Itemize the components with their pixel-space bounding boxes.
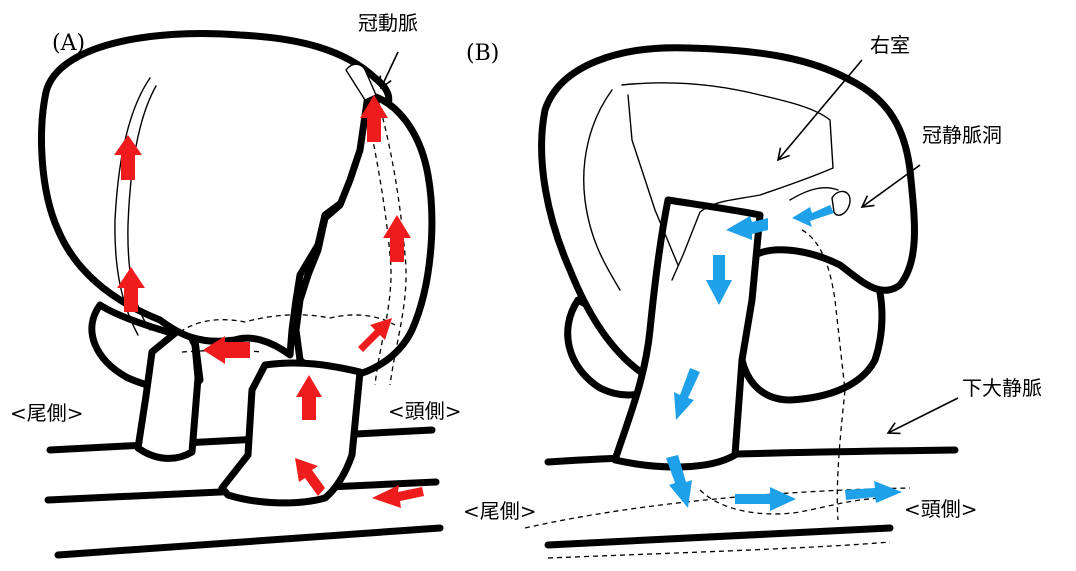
panel-a: (A) 冠動脈 <尾側> <頭側>	[10, 11, 462, 555]
panel-b-label: (B)	[466, 41, 499, 66]
cranial-label-a: <頭側>	[388, 399, 462, 423]
vessel-bar-b-bottom	[548, 528, 890, 545]
blue-flow-arrow	[845, 481, 902, 503]
red-flow-arrow	[372, 485, 424, 508]
panel-b: (B) 右室 冠静脈洞 下大静脈 <尾側> <頭側>	[463, 33, 1042, 558]
vessel-bar-b-top	[548, 450, 955, 462]
right-ventricle-label: 右室	[870, 33, 910, 57]
caudal-label-a: <尾側>	[10, 401, 84, 425]
coronary-sinus-label: 冠静脈洞	[922, 123, 1002, 147]
blue-flow-arrow	[735, 487, 796, 511]
caudal-label-b: <尾側>	[463, 499, 537, 523]
pointer-arrow	[381, 52, 398, 88]
vessel-bar-top	[50, 430, 432, 450]
ivc-label: 下大静脈	[962, 376, 1042, 400]
panel-a-label: (A)	[52, 31, 85, 56]
coronary-artery-label: 冠動脈	[358, 11, 418, 35]
front-tube	[222, 363, 360, 503]
pointer-arrow	[888, 398, 958, 433]
vessel-bar-bottom	[58, 528, 440, 555]
cranial-label-b: <頭側>	[904, 497, 978, 521]
